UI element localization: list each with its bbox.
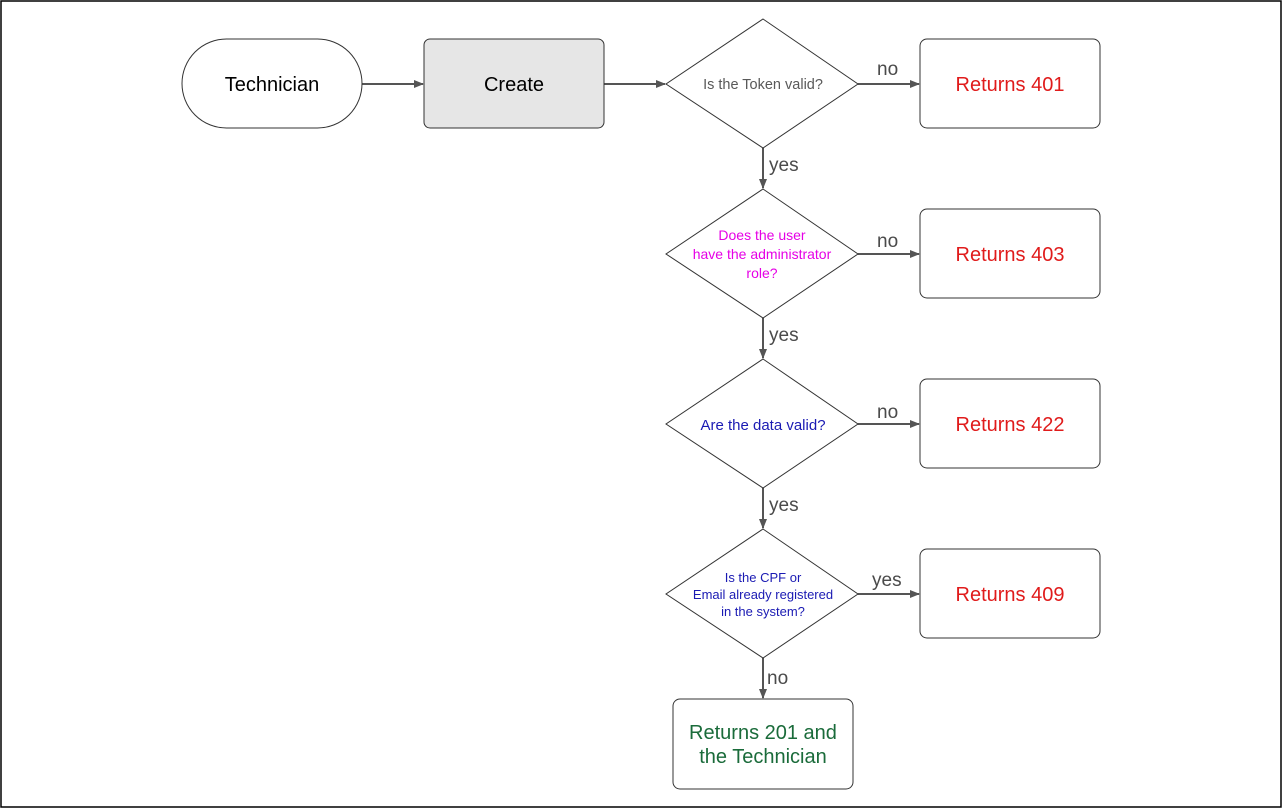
decision-data-valid: Are the data valid?	[665, 358, 859, 489]
q3-text-line: Are the data valid?	[700, 417, 825, 434]
edge-label-q4-yes: yes	[872, 570, 902, 591]
q4-text-line: in the system?	[721, 604, 805, 619]
decision-admin-role: Does the user have the administrator role?	[665, 188, 859, 319]
result-403: Returns 403	[919, 208, 1101, 299]
q1-text-line: Is the Token valid?	[703, 77, 823, 93]
result-422: Returns 422	[919, 378, 1101, 469]
decision-already-registered: Is the CPF or Email already registered in …	[665, 528, 859, 659]
node-start-label: Technician	[225, 74, 320, 96]
q4-text-line: Email already registered	[693, 587, 833, 602]
edge-label-q4-no: no	[767, 668, 788, 689]
q2-text-line: Does the user	[718, 227, 805, 243]
q4-text-line: Is the CPF or	[725, 570, 802, 585]
edge-labels: no yes no yes no yes yes no	[767, 59, 902, 689]
edge-label-q3-no: no	[877, 402, 898, 423]
edge-label-q1-yes: yes	[769, 155, 799, 176]
edge-label-q2-no: no	[877, 231, 898, 252]
result-401-label: Returns 401	[956, 74, 1065, 96]
decision-already-registered-label: Is the CPF or Email already registered in …	[693, 570, 833, 619]
node-create: Create	[423, 38, 605, 129]
r201-text-line: Returns 201 and	[689, 722, 837, 744]
node-start: Technician	[181, 38, 363, 129]
edge-label-q1-no: no	[877, 59, 898, 80]
connectors	[362, 80, 920, 699]
result-401: Returns 401	[919, 38, 1101, 129]
decision-token-valid: Is the Token valid?	[665, 18, 859, 149]
decision-admin-role-label: Does the user have the administrator role?	[693, 227, 832, 281]
q2-text-line: role?	[746, 265, 777, 281]
r201-text-line: the Technician	[699, 746, 827, 768]
result-409-label: Returns 409	[956, 584, 1065, 606]
result-422-label: Returns 422	[956, 414, 1065, 436]
result-403-label: Returns 403	[956, 244, 1065, 266]
edge-label-q2-yes: yes	[769, 325, 799, 346]
q2-text-line: have the administrator	[693, 246, 832, 262]
edge-label-q3-yes: yes	[769, 495, 799, 516]
decision-data-valid-label: Are the data valid?	[700, 417, 825, 434]
node-create-label: Create	[484, 74, 544, 96]
result-409: Returns 409	[919, 548, 1101, 639]
decision-token-valid-label: Is the Token valid?	[703, 77, 823, 93]
